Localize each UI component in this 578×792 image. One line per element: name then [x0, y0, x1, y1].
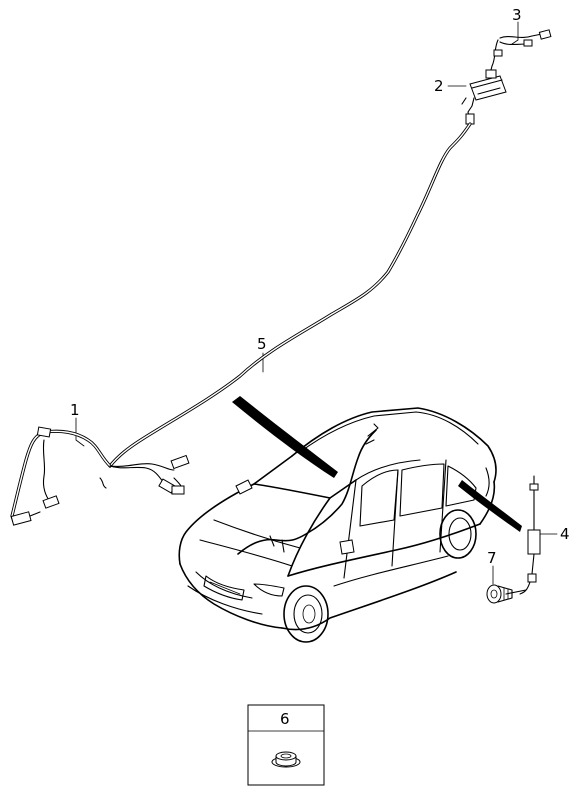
- grommet-icon: [271, 751, 301, 768]
- callout-1: 1: [70, 401, 80, 419]
- part-2-antenna-module: [461, 69, 507, 125]
- part-5-cable: [108, 122, 472, 468]
- routing-cable-on-car: [237, 423, 379, 555]
- part-3-harness: [489, 29, 552, 75]
- part-4-antenna: [505, 475, 541, 595]
- car-body: [178, 407, 497, 643]
- callout-7: 7: [487, 549, 497, 567]
- part-7-bolt: [486, 584, 513, 604]
- routing-stripes: [232, 396, 522, 532]
- callout-3: 3: [512, 6, 522, 24]
- inset-label-6: 6: [280, 710, 290, 728]
- part-1-harness: [10, 426, 190, 526]
- callout-2: 2: [434, 77, 444, 95]
- callout-4: 4: [560, 525, 570, 543]
- inset-part-6: 6: [247, 704, 325, 786]
- callout-5: 5: [257, 335, 267, 353]
